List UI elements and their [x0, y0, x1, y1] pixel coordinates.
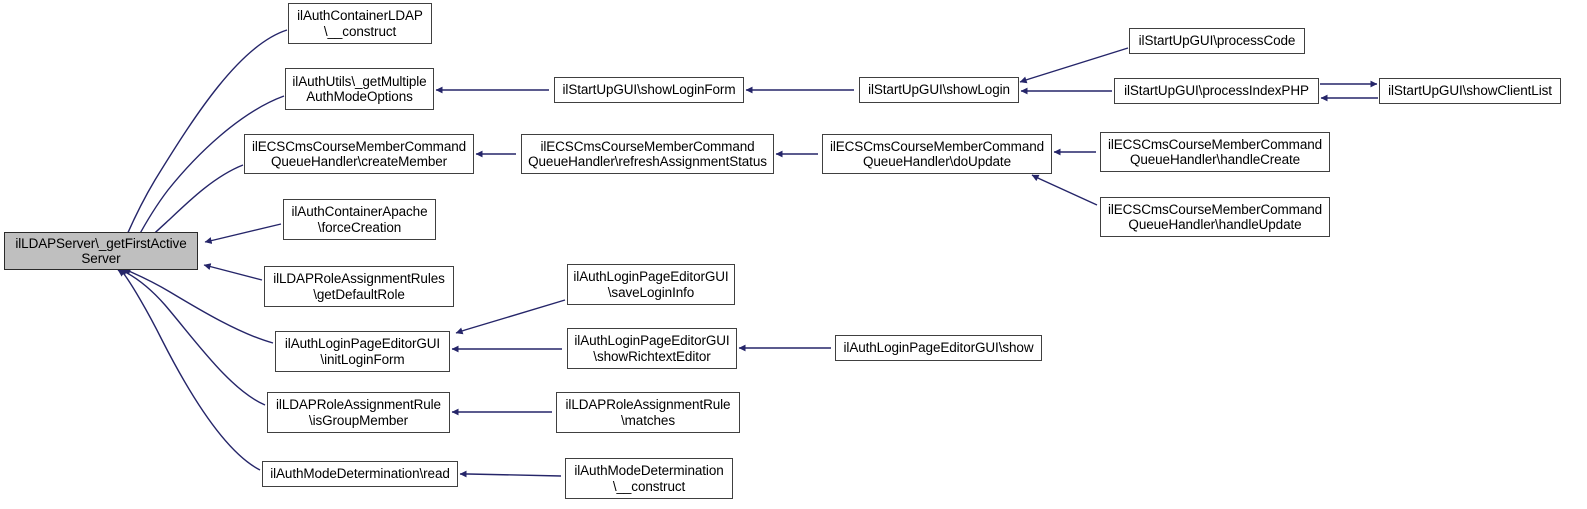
graph-node-createMember[interactable]: ilECSCmsCourseMemberCommand QueueHandler…	[244, 134, 474, 174]
graph-node-showLogin[interactable]: ilStartUpGUI\showLogin	[859, 77, 1019, 103]
graph-node-label: ilECSCmsCourseMemberCommand QueueHandler…	[1107, 201, 1323, 233]
graph-node-label: ilStartUpGUI\processIndexPHP	[1124, 83, 1309, 99]
graph-node-label: ilLDAPRoleAssignmentRule \isGroupMember	[276, 397, 441, 428]
edge-handleUpdate-to-doUpdate	[1031, 174, 1098, 206]
graph-node-label: ilAuthContainerApache \forceCreation	[291, 204, 428, 235]
graph-node-label: ilAuthUtils\_getMultiple AuthModeOptions	[292, 73, 427, 105]
graph-node-doUpdate[interactable]: ilECSCmsCourseMemberCommand QueueHandler…	[822, 134, 1052, 174]
graph-node-label: ilAuthModeDetermination\read	[270, 466, 450, 482]
graph-node-modeDeterminationRead[interactable]: ilAuthModeDetermination\read	[262, 461, 458, 487]
graph-node-label: ilStartUpGUI\showLoginForm	[562, 82, 736, 98]
graph-node-getDefaultRole[interactable]: ilLDAPRoleAssignmentRules \getDefaultRol…	[264, 266, 454, 307]
graph-node-label: ilECSCmsCourseMemberCommand QueueHandler…	[829, 138, 1045, 170]
graph-node-handleCreate[interactable]: ilECSCmsCourseMemberCommand QueueHandler…	[1100, 132, 1330, 172]
graph-node-label: ilECSCmsCourseMemberCommand QueueHandler…	[528, 138, 767, 170]
edge-initLoginForm-to-root	[123, 268, 274, 344]
graph-node-label: ilAuthLoginPageEditorGUI\show	[843, 340, 1034, 356]
graph-node-authUtilsGetMultiple[interactable]: ilAuthUtils\_getMultiple AuthModeOptions	[285, 68, 434, 110]
graph-node-authContainerLdapConstruct[interactable]: ilAuthContainerLDAP \__construct	[288, 3, 432, 44]
graph-node-modeDeterminationConstruct[interactable]: ilAuthModeDetermination \__construct	[565, 458, 733, 499]
graph-node-isGroupMember[interactable]: ilLDAPRoleAssignmentRule \isGroupMember	[267, 392, 450, 433]
graph-node-processIndexPHP[interactable]: ilStartUpGUI\processIndexPHP	[1114, 78, 1319, 104]
graph-node-label: ilStartUpGUI\processCode	[1138, 33, 1296, 49]
graph-node-showPage[interactable]: ilAuthLoginPageEditorGUI\show	[835, 335, 1042, 361]
edge-modeDeterminationConstruct-to-modeDeterminationRead	[459, 470, 562, 478]
graph-node-label: ilLDAPServer\_getFirstActive Server	[15, 235, 187, 267]
edge-saveLoginInfo-to-initLoginForm	[455, 299, 566, 335]
graph-node-label: ilAuthLoginPageEditorGUI \initLoginForm	[284, 336, 441, 367]
graph-node-refreshAssignmentStatus[interactable]: ilECSCmsCourseMemberCommand QueueHandler…	[521, 134, 774, 174]
graph-node-label: ilECSCmsCourseMemberCommand QueueHandler…	[251, 138, 467, 170]
edge-forceCreation-to-root	[204, 223, 282, 244]
edge-modeDeterminationRead-to-root	[117, 269, 261, 471]
graph-node-showClientList[interactable]: ilStartUpGUI\showClientList	[1379, 78, 1561, 104]
graph-node-label: ilAuthModeDetermination \__construct	[574, 463, 724, 494]
graph-node-label: ilAuthContainerLDAP \__construct	[297, 8, 423, 39]
graph-node-forceCreation[interactable]: ilAuthContainerApache \forceCreation	[283, 199, 436, 240]
edge-processCode-to-showLogin	[1019, 47, 1129, 84]
graph-node-label: ilAuthLoginPageEditorGUI \saveLoginInfo	[573, 269, 729, 300]
graph-node-label: ilAuthLoginPageEditorGUI \showRichtextEd…	[574, 333, 730, 364]
graph-node-saveLoginInfo[interactable]: ilAuthLoginPageEditorGUI \saveLoginInfo	[567, 264, 735, 305]
graph-node-showLoginForm[interactable]: ilStartUpGUI\showLoginForm	[554, 77, 744, 103]
graph-node-label: ilStartUpGUI\showClientList	[1388, 83, 1552, 99]
graph-node-initLoginForm[interactable]: ilAuthLoginPageEditorGUI \initLoginForm	[275, 331, 450, 372]
graph-node-label: ilLDAPRoleAssignmentRules \getDefaultRol…	[273, 271, 445, 302]
edge-getDefaultRole-to-root	[203, 263, 263, 281]
edge-isGroupMember-to-root	[119, 269, 266, 406]
graph-node-matches[interactable]: ilLDAPRoleAssignmentRule \matches	[556, 392, 740, 433]
graph-node-processCode[interactable]: ilStartUpGUI\processCode	[1129, 28, 1305, 54]
graph-node-root[interactable]: ilLDAPServer\_getFirstActive Server	[4, 232, 198, 270]
graph-node-label: ilStartUpGUI\showLogin	[868, 82, 1010, 98]
graph-node-showRichtextEditor[interactable]: ilAuthLoginPageEditorGUI \showRichtextEd…	[567, 328, 737, 369]
graph-node-label: ilECSCmsCourseMemberCommand QueueHandler…	[1107, 136, 1323, 168]
graph-node-label: ilLDAPRoleAssignmentRule \matches	[565, 397, 731, 428]
graph-node-handleUpdate[interactable]: ilECSCmsCourseMemberCommand QueueHandler…	[1100, 197, 1330, 237]
